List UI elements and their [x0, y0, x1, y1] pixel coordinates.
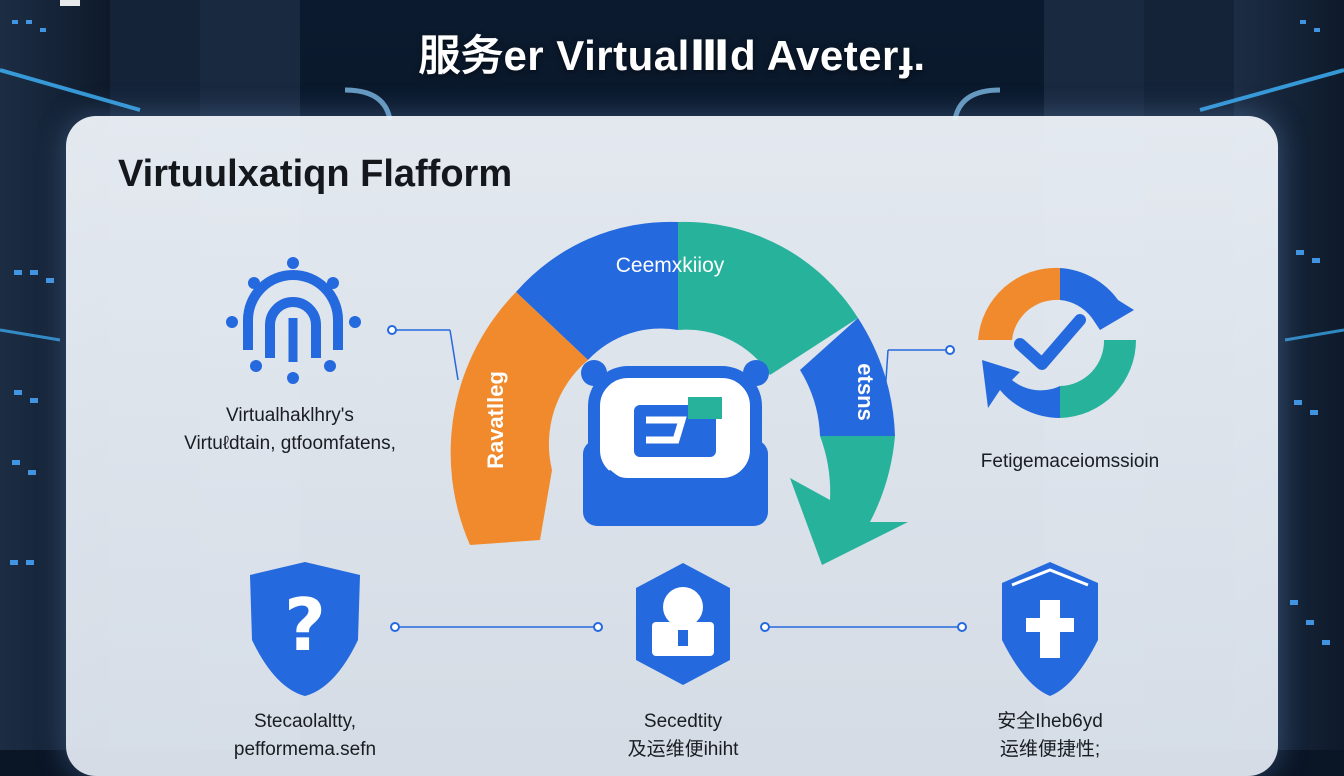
feature-caption-right-top: Fetigemaceiomssioin — [920, 448, 1220, 476]
caption-line: Secedtity — [643, 711, 723, 732]
ring-label-right: etsns — [853, 363, 878, 420]
virtual-screen-icon — [581, 360, 769, 526]
caption-line: Stecaolaltty, — [253, 711, 357, 732]
secure-shield-icon — [1002, 562, 1098, 696]
ring-segment-right-blue — [800, 318, 895, 436]
caption-line: Virtuℓdtain, gtfoomfatens, — [184, 433, 396, 454]
caption-line: Fetigemaceiomssioin — [980, 451, 1160, 472]
caption-line: 及运维便ihiht — [627, 739, 739, 760]
caption-line: pefformema.sefn — [233, 739, 377, 760]
ring-segment-top-blue — [516, 221, 678, 360]
feature-caption-bottom-left: Stecaolaltty, pefformema.sefn — [160, 708, 450, 764]
connector-lines — [392, 329, 962, 628]
network-node-icon — [226, 257, 361, 384]
caption-line: 安全Iheb6yd — [997, 711, 1103, 732]
ring-segment-top-teal — [678, 221, 858, 375]
feature-caption-left-top: Virtualhaklhry's Virtuℓdtain, gtfoomfate… — [130, 402, 450, 458]
main-title: 服务er VirtualⅢd Aveterɟ. — [418, 32, 926, 79]
ring-label-left: Ravatlleg — [483, 371, 508, 469]
ring-arrow-teal — [790, 436, 908, 565]
ring-label-top: Ceemxkiioy — [616, 254, 725, 277]
check-cycle-icon — [978, 267, 1136, 419]
panel-title: Virtuulxatiqn Flafform — [118, 153, 513, 195]
question-shield-icon: ? — [250, 562, 360, 696]
svg-text:?: ? — [284, 583, 326, 667]
lock-icon — [636, 563, 730, 685]
ring-segment-left-orange — [450, 292, 588, 545]
feature-caption-bottom-right: 安全Iheb6yd 运维便捷性; — [930, 708, 1170, 764]
caption-line: 运维便捷性; — [999, 739, 1101, 760]
feature-caption-bottom-center: Secedtity 及运维便ihiht — [553, 708, 813, 764]
virtualization-diagram: ? Ceemxkiioy Ravatlleg etsns — [226, 221, 1136, 696]
caption-line: Virtualhaklhry's — [226, 405, 354, 426]
